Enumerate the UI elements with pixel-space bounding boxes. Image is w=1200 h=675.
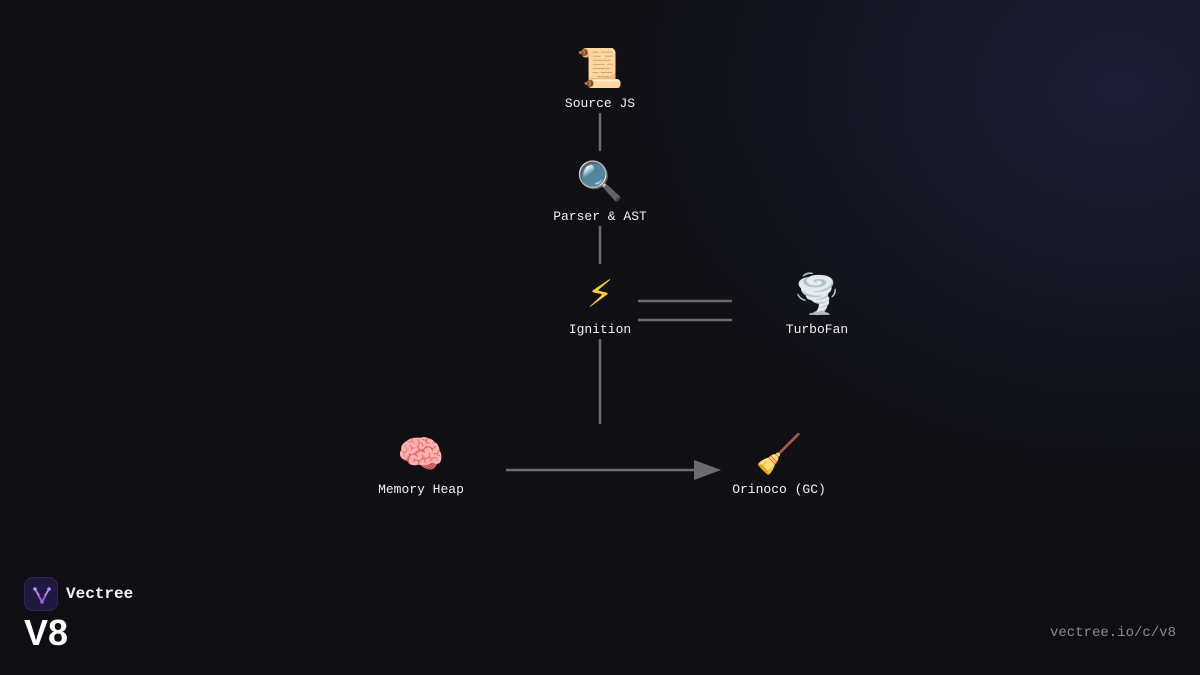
node-label: TurboFan (785, 322, 849, 337)
scroll-icon: 📜 (576, 46, 624, 90)
arrowhead-heap-to-gc (694, 460, 721, 480)
page-title: V8 (24, 612, 69, 653)
node-memory-heap[interactable]: 🧠 Memory Heap (341, 430, 501, 498)
tornado-icon: 🌪️ (793, 272, 841, 316)
lightning-icon: ⚡ (586, 272, 614, 316)
node-label: Memory Heap (378, 482, 464, 497)
magnifier-icon: 🔍 (576, 159, 624, 203)
node-parser-ast[interactable]: 🔍 Parser & AST (520, 157, 680, 225)
node-turbofan[interactable]: 🌪️ TurboFan (737, 270, 897, 338)
brain-icon: 🧠 (397, 432, 445, 476)
node-source-js[interactable]: 📜 Source JS (520, 44, 680, 112)
node-label: Source JS (564, 96, 636, 111)
node-ignition[interactable]: ⚡ Ignition (520, 270, 680, 338)
node-orinoco-gc[interactable]: 🧹 Orinoco (GC) (699, 430, 859, 498)
vectree-logo-icon (24, 577, 58, 611)
node-label: Orinoco (GC) (732, 482, 826, 497)
brand-name: Vectree (66, 585, 134, 603)
broom-icon: 🧹 (755, 432, 803, 476)
node-label: Ignition (568, 322, 632, 337)
footer-url[interactable]: vectree.io/c/v8 (1049, 625, 1176, 641)
node-label: Parser & AST (553, 209, 647, 224)
